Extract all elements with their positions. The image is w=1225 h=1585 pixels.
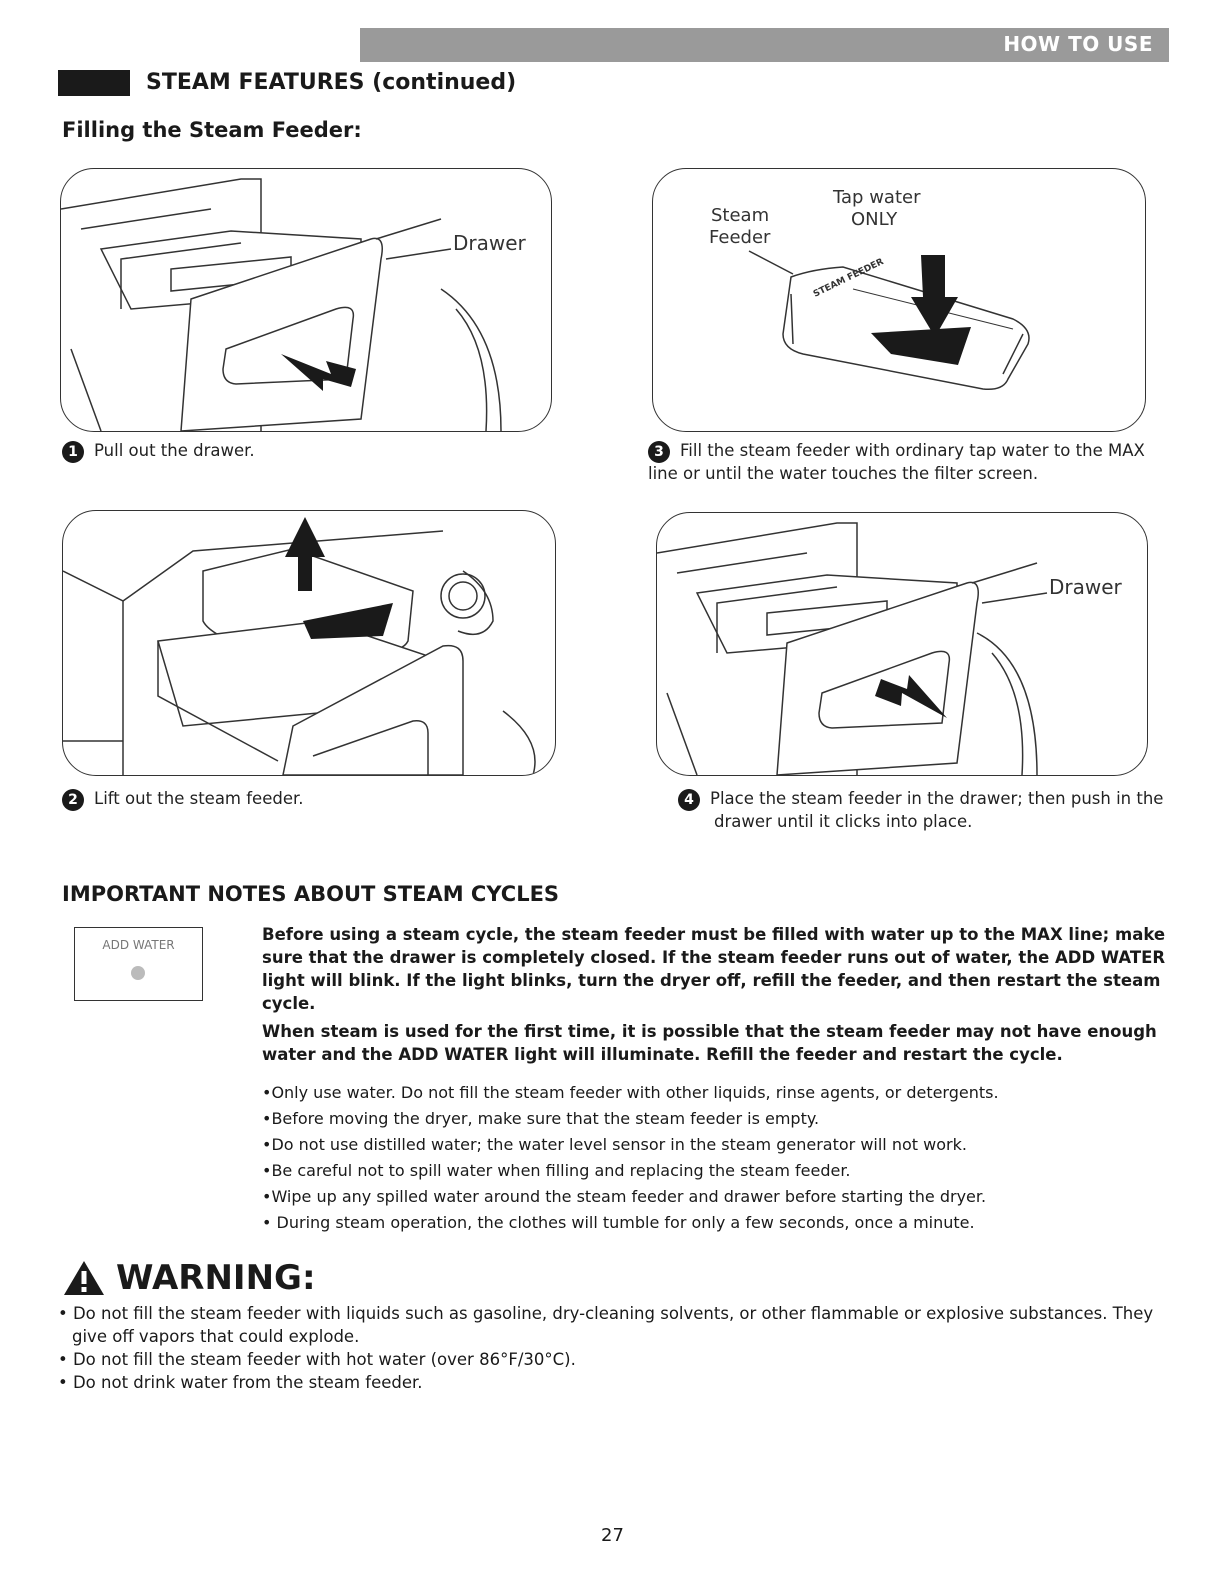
warning-title: WARNING: — [116, 1258, 316, 1298]
list-item: • Do not fill the steam feeder with hot … — [58, 1350, 576, 1369]
page-number: 27 — [601, 1525, 624, 1546]
step2-caption: 2 Lift out the steam feeder. — [62, 788, 542, 811]
step4-text: Place the steam feeder in the drawer; th… — [710, 789, 1164, 831]
header-section-label: HOW TO USE — [1003, 32, 1153, 56]
step2-number: 2 — [62, 789, 84, 811]
list-item: •Only use water. Do not fill the steam f… — [262, 1083, 999, 1102]
step1-illustration: Drawer — [60, 168, 552, 432]
steam-label: Steam — [711, 205, 770, 226]
step1-text: Pull out the drawer. — [94, 441, 255, 460]
section-marker — [58, 70, 130, 96]
add-water-light-icon — [131, 966, 145, 980]
notes-paragraph-1: Before using a steam cycle, the steam fe… — [262, 925, 1166, 1013]
step1-number: 1 — [62, 441, 84, 463]
tap-water-label: Tap water — [833, 187, 921, 208]
notes-bullet-list: •Only use water. Do not fill the steam f… — [262, 1080, 1192, 1236]
step4-illustration: Drawer — [656, 512, 1148, 776]
list-item: • During steam operation, the clothes wi… — [262, 1213, 975, 1232]
step4-caption: 4 Place the steam feeder in the drawer; t… — [678, 788, 1225, 833]
add-water-label: ADD WATER — [102, 938, 175, 952]
feeder-label: Feeder — [709, 227, 771, 248]
step2-illustration — [62, 510, 556, 776]
notes-paragraph-2: When steam is used for the first time, i… — [262, 1022, 1157, 1064]
step3-number: 3 — [648, 441, 670, 463]
list-item: •Wipe up any spilled water around the st… — [262, 1187, 987, 1206]
warning-heading: WARNING: — [62, 1258, 316, 1298]
header-bar: HOW TO USE — [360, 28, 1169, 62]
drawer-label: Drawer — [453, 231, 526, 255]
step2-text: Lift out the steam feeder. — [94, 789, 304, 808]
subtitle: Filling the Steam Feeder: — [62, 118, 362, 142]
drawer-label-step4: Drawer — [1049, 575, 1122, 599]
step1-caption: 1 Pull out the drawer. — [62, 440, 542, 463]
only-label: ONLY — [851, 209, 898, 230]
step3-text: Fill the steam feeder with ordinary tap … — [648, 441, 1145, 483]
step3-illustration: STEAM FEEDER Steam Feeder Tap water ONLY — [652, 168, 1146, 432]
warning-list: • Do not fill the steam feeder with liqu… — [58, 1302, 1178, 1394]
list-item: • Do not fill the steam feeder with liqu… — [58, 1304, 1154, 1346]
section-title: STEAM FEATURES (continued) — [146, 70, 517, 95]
add-water-indicator: ADD WATER — [74, 927, 203, 1001]
list-item: •Be careful not to spill water when fill… — [262, 1161, 851, 1180]
list-item: • Do not drink water from the steam feed… — [58, 1373, 423, 1392]
list-item: •Do not use distilled water; the water l… — [262, 1135, 967, 1154]
notes-title: IMPORTANT NOTES ABOUT STEAM CYCLES — [62, 882, 560, 906]
warning-triangle-icon — [64, 1261, 104, 1295]
list-item: •Before moving the dryer, make sure that… — [262, 1109, 820, 1128]
step4-number: 4 — [678, 789, 700, 811]
